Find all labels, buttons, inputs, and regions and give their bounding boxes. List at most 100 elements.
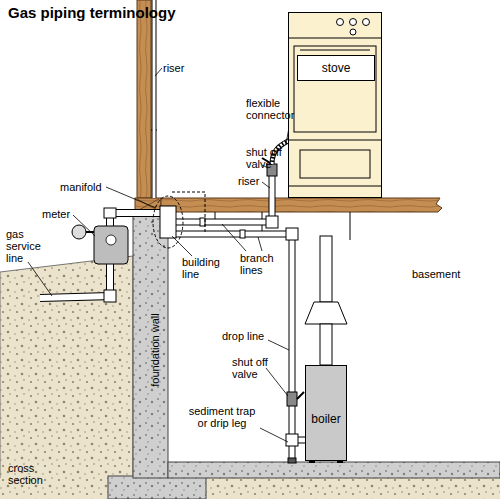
boiler-flue bbox=[320, 236, 332, 302]
meter-symbol bbox=[72, 225, 128, 264]
part-label: meter bbox=[42, 208, 77, 220]
pipe-fittings bbox=[288, 458, 296, 463]
stove-details bbox=[350, 19, 357, 26]
boiler-flue bbox=[305, 302, 347, 324]
meter-symbol bbox=[72, 225, 86, 239]
part-label: sediment trap or drip leg bbox=[186, 405, 258, 429]
stove-details bbox=[337, 19, 344, 26]
wall-framing bbox=[135, 198, 161, 212]
stove-details bbox=[289, 140, 381, 141]
node-label: boiler bbox=[306, 412, 346, 426]
pipe-fittings bbox=[286, 228, 298, 240]
wall-framing bbox=[135, 0, 161, 212]
pipe-fittings bbox=[200, 218, 205, 226]
gas-pipes bbox=[40, 176, 306, 460]
leader-lines bbox=[172, 236, 192, 256]
wall-framing bbox=[137, 0, 151, 198]
boiler-flue bbox=[305, 236, 347, 463]
part-label: flexible connector bbox=[246, 97, 301, 121]
stove-details bbox=[289, 186, 381, 187]
stove-details bbox=[300, 150, 370, 178]
part-label: shut off valve bbox=[246, 146, 286, 170]
part-label: manifold bbox=[60, 181, 110, 193]
stove-details bbox=[294, 46, 376, 132]
floor-joist bbox=[161, 198, 442, 212]
part-label: basement bbox=[412, 268, 472, 280]
manifold-outline bbox=[153, 196, 183, 248]
boiler-flue bbox=[320, 324, 332, 365]
wall-framing bbox=[151, 130, 157, 131]
foundation-wall bbox=[133, 212, 168, 478]
ground bbox=[0, 256, 500, 499]
floor-joist bbox=[161, 198, 442, 212]
upper-riser-pipe bbox=[152, 0, 157, 198]
manifold-outline bbox=[172, 192, 205, 232]
pipe-fittings bbox=[104, 206, 298, 463]
foundation-wall bbox=[133, 212, 168, 478]
part-label: cross section bbox=[8, 462, 53, 486]
leader-lines bbox=[106, 187, 156, 208]
stove-details bbox=[289, 38, 381, 39]
leader-lines bbox=[28, 68, 290, 442]
basement-slab bbox=[168, 462, 500, 478]
part-label: riser bbox=[163, 62, 203, 74]
manifold-outline bbox=[153, 192, 205, 248]
gas-pipes bbox=[40, 213, 168, 298]
pipe-fittings bbox=[104, 208, 116, 218]
ground bbox=[0, 478, 500, 499]
diagram-title: Gas piping terminology bbox=[8, 4, 176, 21]
shut-off-valves bbox=[297, 392, 304, 399]
leader-lines bbox=[222, 224, 246, 251]
part-label: branch lines bbox=[240, 252, 282, 276]
pipe-hangers bbox=[262, 212, 263, 234]
meter-symbol bbox=[94, 226, 128, 264]
leader-lines bbox=[28, 262, 52, 296]
stove-details bbox=[363, 19, 370, 26]
wall-framing bbox=[137, 199, 159, 211]
part-label: drop line bbox=[222, 330, 267, 342]
meter-symbol bbox=[106, 235, 116, 245]
footing bbox=[108, 476, 206, 499]
pipe-hangers bbox=[350, 212, 351, 240]
pipe-fittings bbox=[160, 206, 176, 238]
stove-details bbox=[350, 29, 356, 35]
leader-lines bbox=[73, 215, 95, 236]
leader-lines bbox=[266, 368, 288, 396]
part-label: shut off valve bbox=[232, 356, 277, 380]
wall-label: foundation wall bbox=[149, 305, 161, 395]
part-label: riser bbox=[238, 175, 268, 187]
leader-lines bbox=[155, 68, 162, 76]
footing bbox=[108, 476, 206, 499]
stove-details bbox=[289, 19, 381, 187]
meter-symbol bbox=[80, 231, 96, 233]
pipe-hangers bbox=[215, 212, 216, 222]
stove-box: stove bbox=[288, 12, 382, 198]
boiler-box: boiler bbox=[305, 365, 347, 461]
gas-pipes bbox=[292, 437, 306, 444]
part-label: gas service line bbox=[6, 228, 46, 264]
gas-pipes bbox=[168, 213, 292, 460]
pipe-fittings bbox=[240, 230, 245, 238]
ground bbox=[0, 256, 133, 480]
leader-lines bbox=[262, 182, 270, 188]
upper-riser-pipe bbox=[154, 0, 155, 198]
leader-lines bbox=[268, 340, 289, 350]
gas-pipes bbox=[168, 176, 272, 222]
leader-lines bbox=[260, 428, 288, 442]
upper-riser-pipe bbox=[153, 0, 156, 198]
shut-off-valves bbox=[287, 392, 297, 406]
gas-pipes bbox=[168, 213, 292, 460]
basement-slab bbox=[168, 462, 500, 478]
node-label: stove bbox=[297, 55, 375, 81]
pipe-fittings bbox=[104, 290, 116, 302]
pipe-fittings bbox=[286, 434, 298, 446]
gas-pipes bbox=[292, 438, 306, 443]
gas-pipes bbox=[40, 213, 168, 298]
part-label: building line bbox=[182, 256, 227, 280]
